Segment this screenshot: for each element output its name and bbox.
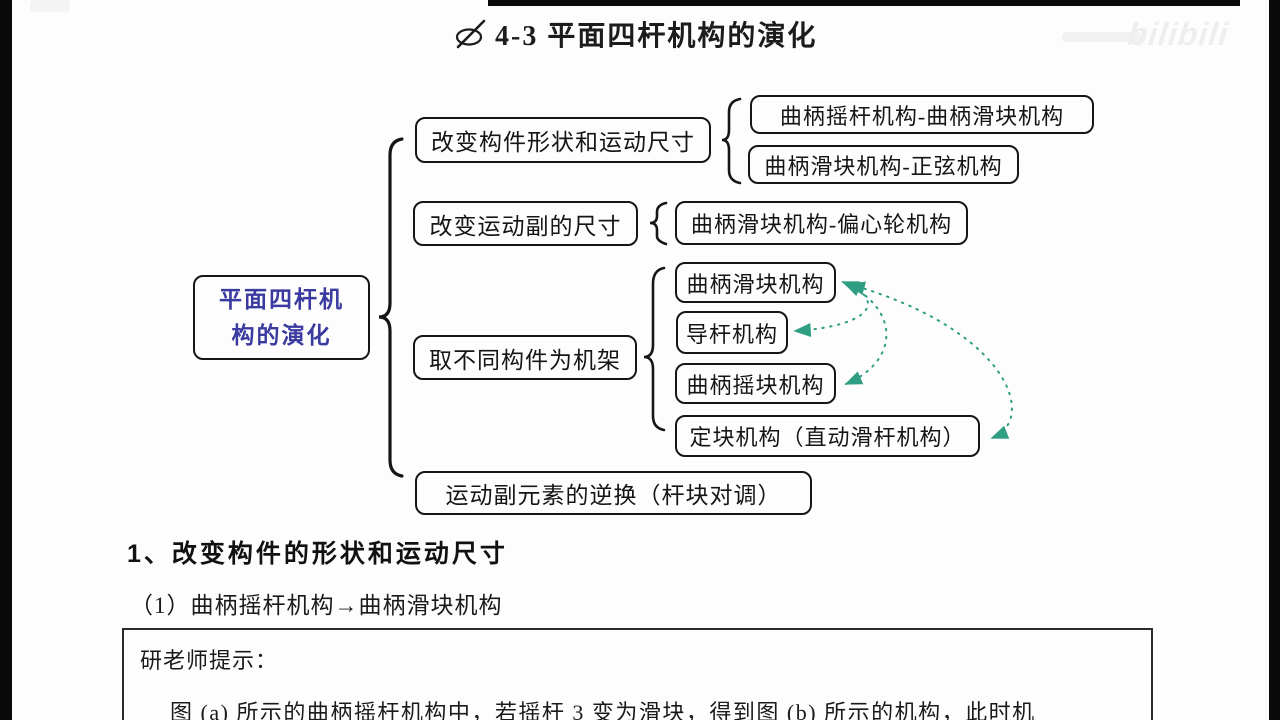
- brace-root: [378, 137, 404, 478]
- child-slider-to-eccentric: 曲柄滑块机构-偏心轮机构: [675, 201, 968, 245]
- child-crank-rocker-block: 曲柄摇块机构: [675, 363, 836, 404]
- branch-different-frame-link: 取不同构件为机架: [413, 335, 637, 380]
- letterbox-left: [0, 0, 12, 720]
- root-line-1: 平面四杆机: [219, 286, 344, 312]
- child-guide-bar: 导杆机构: [676, 311, 788, 354]
- mindmap-root-node: 平面四杆机 构的演化: [193, 275, 370, 360]
- brace-branch-1: [721, 97, 742, 185]
- bilibili-watermark: bilibili: [1126, 16, 1231, 52]
- arrow-slider-to-rocker-block: [843, 282, 888, 385]
- letterbox-right: [1269, 0, 1280, 720]
- branch-change-link-shape: 改变构件形状和运动尺寸: [415, 117, 711, 163]
- faint-smudge: [30, 0, 70, 12]
- slide-title-row: 4-3 平面四杆机构的演化: [454, 14, 817, 54]
- child-slider-to-sine: 曲柄滑块机构-正弦机构: [748, 145, 1019, 184]
- child-fixed-block: 定块机构（直动滑杆机构）: [675, 415, 980, 457]
- note-title: 研老师提示：: [140, 648, 279, 673]
- letterbox-top: [488, 0, 1240, 6]
- page-title: 4-3 平面四杆机构的演化: [495, 21, 818, 52]
- brace-branch-3: [643, 266, 666, 432]
- section-heading: 1、改变构件的形状和运动尺寸: [127, 540, 508, 568]
- child-crank-slider: 曲柄滑块机构: [675, 262, 836, 303]
- faint-watermark-blur: [1062, 32, 1142, 42]
- section-subheading: （1）曲柄摇杆机构→曲柄滑块机构: [130, 593, 503, 618]
- child-crank-rocker-to-slider: 曲柄摇杆机构-曲柄滑块机构: [750, 95, 1094, 134]
- teacher-note-box: 研老师提示： 图 (a) 所示的曲柄摇杆机构中，若摇杆 3 变为滑块，得到图 (…: [122, 628, 1153, 720]
- pen-icon: [454, 18, 488, 50]
- root-line-2: 构的演化: [231, 322, 332, 348]
- note-body: 图 (a) 所示的曲柄摇杆机构中，若摇杆 3 变为滑块，得到图 (b) 所示的机…: [170, 700, 1036, 720]
- branch-change-pair-size: 改变运动副的尺寸: [413, 201, 638, 246]
- branch-invert-pair-elements: 运动副元素的逆换（杆块对调）: [415, 471, 812, 515]
- brace-branch-2: [649, 201, 668, 246]
